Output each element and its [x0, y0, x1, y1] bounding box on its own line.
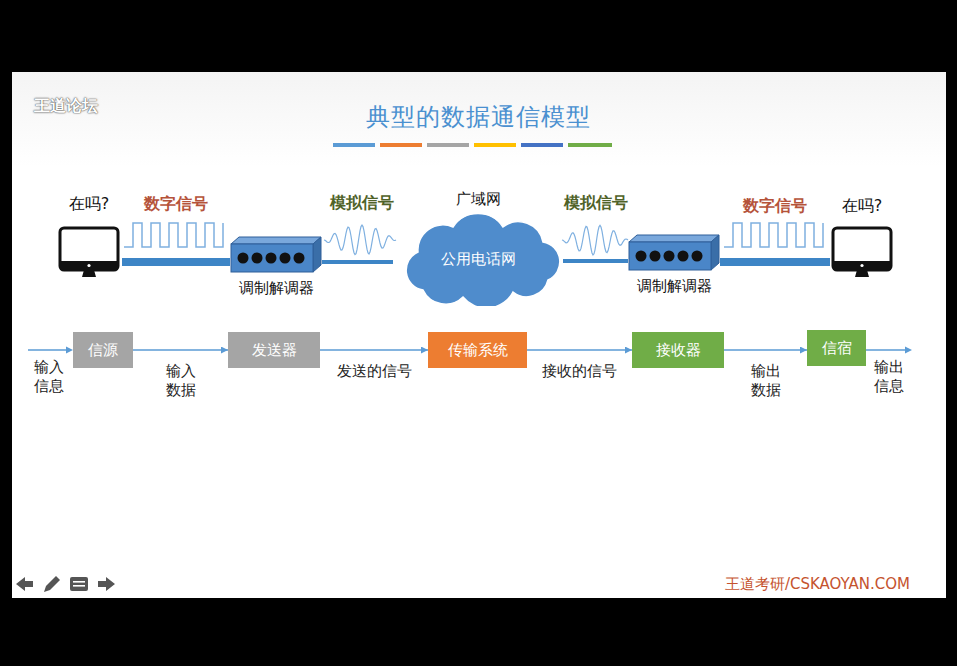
- edge-label: 模拟信号: [330, 193, 394, 213]
- node-text: 调制解调器: [616, 277, 732, 296]
- connector: [133, 349, 228, 350]
- monitor-icon: [56, 226, 122, 280]
- node-text: 发送器: [252, 341, 297, 360]
- node-text: 在吗?: [820, 196, 904, 217]
- node-text: 传输系统: [448, 341, 508, 360]
- edge-label: 数字信号: [144, 194, 208, 214]
- edge-label: 接收的信号: [542, 362, 617, 381]
- edge-label: 发送的信号: [337, 362, 412, 381]
- process-box: 传输系统: [428, 332, 527, 368]
- color-bars: [333, 143, 612, 147]
- node-text: 调制解调器: [218, 279, 334, 298]
- process-box: 信源: [73, 332, 133, 368]
- cloud-node: 广域网公用电话网: [393, 188, 563, 306]
- edge-label: 输入 数据: [165, 362, 197, 400]
- connector: [322, 260, 393, 264]
- modem-node: 调制解调器: [230, 236, 322, 300]
- modem-icon: [628, 234, 720, 272]
- footer-text: 王道考研/CSKAOYAN.COM: [725, 575, 910, 594]
- process-box: 发送器: [228, 332, 320, 368]
- connector: [527, 349, 632, 350]
- io-label: 输出 信息: [873, 358, 905, 396]
- node-text: 信源: [88, 341, 118, 360]
- slide-title: 典型的数据通信模型: [0, 101, 957, 133]
- node-text: 在吗?: [46, 194, 132, 215]
- nav-icons: [16, 576, 115, 592]
- edge-label: 输出 数据: [750, 362, 782, 400]
- node-text: 信宿: [822, 339, 852, 358]
- connector: [720, 258, 830, 266]
- node-text: 广域网: [393, 190, 563, 209]
- io-label: 输入 信息: [33, 358, 65, 396]
- modem-icon: [230, 236, 322, 274]
- connector: [724, 349, 807, 350]
- node-text: 接收器: [656, 341, 701, 360]
- connector: [320, 349, 428, 350]
- process-box: 接收器: [632, 332, 724, 368]
- connector: [122, 258, 230, 266]
- node-text: 公用电话网: [393, 250, 563, 269]
- monitor-node: 在吗?: [830, 196, 894, 280]
- process-box: 信宿: [807, 330, 866, 366]
- modem-node: 调制解调器: [628, 234, 720, 298]
- monitor-icon: [830, 226, 894, 280]
- monitor-node: 在吗?: [56, 194, 122, 280]
- edge-label: 模拟信号: [564, 193, 628, 213]
- edge-label: 数字信号: [743, 196, 807, 216]
- connector: [563, 259, 628, 263]
- watermark: 王道论坛: [34, 96, 98, 116]
